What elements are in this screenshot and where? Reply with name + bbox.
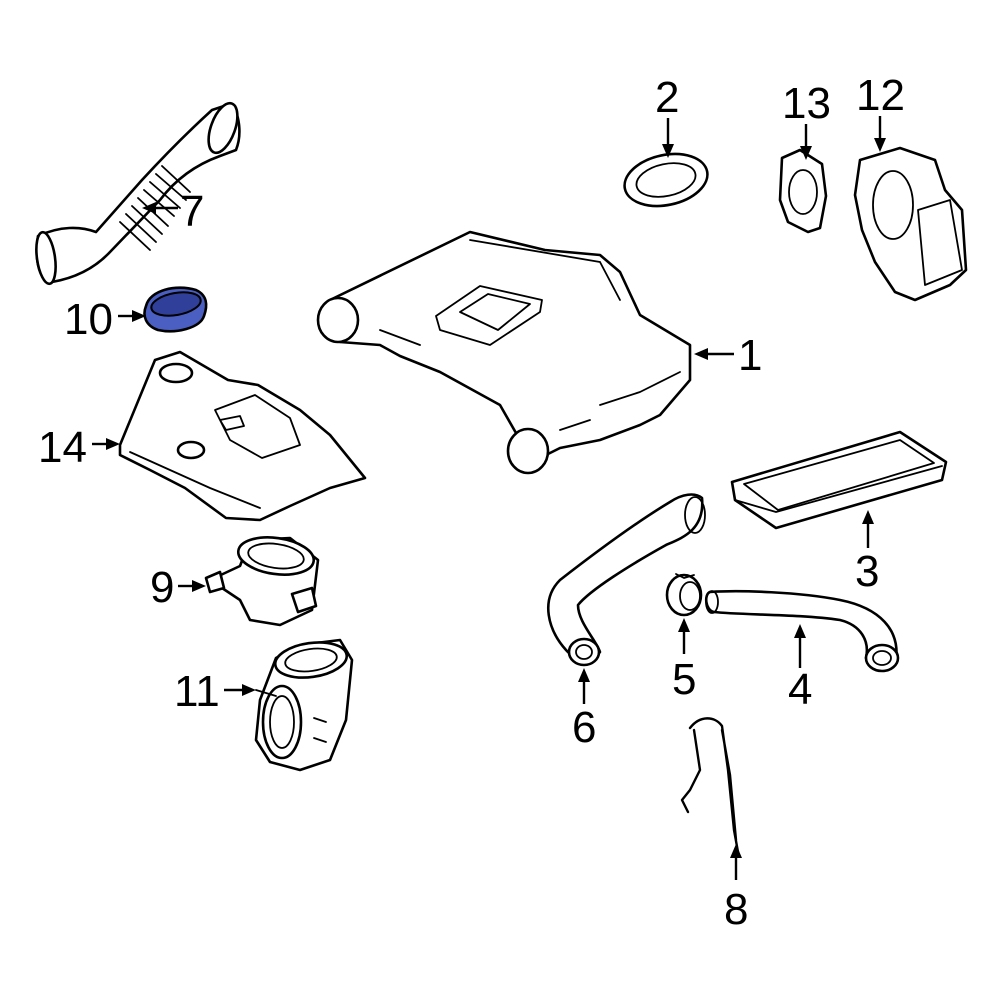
callout-2: 2	[655, 73, 679, 122]
part-5-clamp[interactable]	[665, 573, 703, 617]
callout-4: 4	[788, 665, 812, 714]
part-9-air-flow-sensor[interactable]	[204, 533, 320, 627]
part-3-filter-element[interactable]	[730, 430, 948, 530]
callout-12: 12	[856, 71, 905, 120]
part-13-throttle-gasket[interactable]	[778, 148, 828, 234]
callout-11: 11	[174, 667, 220, 716]
callout-8: 8	[724, 885, 748, 934]
callout-9: 9	[150, 563, 174, 612]
part-12-throttle-body[interactable]	[853, 146, 968, 302]
part-8-bracket[interactable]	[680, 717, 740, 854]
part-1-air-filter-housing[interactable]	[316, 230, 692, 475]
part-10-seal-ring[interactable]	[143, 286, 208, 333]
leader-lines	[92, 116, 886, 880]
part-11-adapter-housing[interactable]	[254, 638, 354, 772]
callout-10: 10	[64, 295, 113, 344]
part-14-engine-cover[interactable]	[118, 350, 367, 522]
callout-labels: 1 2 3 4 5 6 7 8 9 10 11 12 13 14	[38, 71, 905, 934]
part-6-hose[interactable]	[546, 493, 706, 667]
part-2-gasket-ring[interactable]	[620, 147, 713, 213]
part-7-intake-hose[interactable]	[33, 99, 243, 286]
callout-7: 7	[180, 187, 204, 236]
callout-13: 13	[782, 79, 831, 128]
callout-1: 1	[738, 331, 762, 380]
callout-14: 14	[38, 423, 87, 472]
callout-5: 5	[672, 655, 696, 704]
part-4-vent-hose[interactable]	[704, 589, 900, 673]
callout-6: 6	[572, 703, 596, 752]
callout-3: 3	[855, 547, 879, 596]
